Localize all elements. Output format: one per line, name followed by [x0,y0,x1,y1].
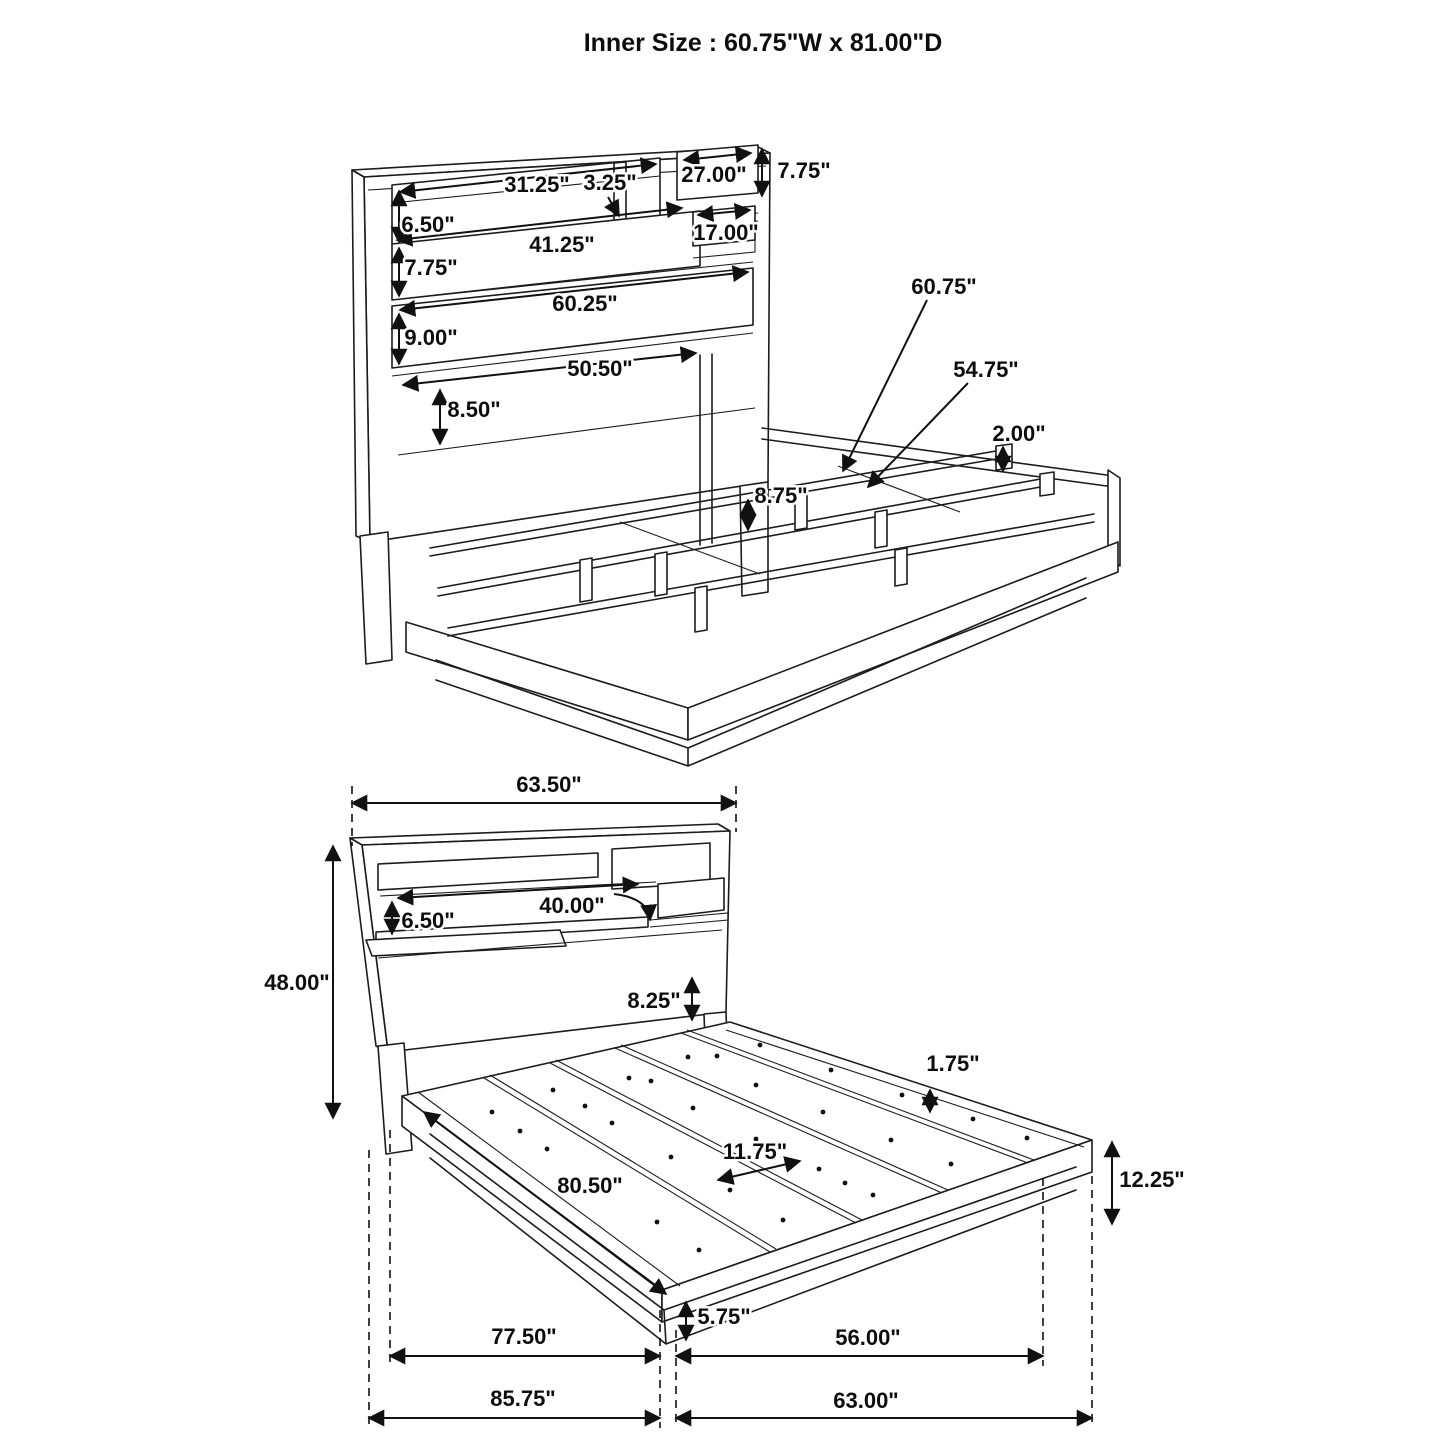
dim-label-headboard-clearance: 8.25" [627,988,680,1013]
dim-label-right-cubby-width: 27.00" [681,162,746,187]
dim-arrow-11-75 [716,1156,802,1185]
dim-label-shelf-opening-width: 31.25" [504,172,569,197]
bottom-perspective-view: 63.50" 48.00" 40.00" 6.50" 8.25" 1.75" 1… [262,770,1187,1428]
dim-label-slat-rail-length-outer: 60.75" [911,274,976,299]
dim-label-shelf-width: 40.00" [539,893,604,918]
dim-arrow-40-00 [396,876,640,906]
dim-label-lower-opening-height: 9.00" [404,325,457,350]
dim-label-overall-length: 85.75" [490,1386,555,1411]
dim-label-headboard-width: 63.50" [516,772,581,797]
dim-label-middle-opening-width: 41.25" [529,232,594,257]
dim-label-shelf-height: 6.50" [401,908,454,933]
dim-arrow-60-25 [398,265,750,317]
leader-arrow-54-75 [866,382,969,489]
dim-arrow-41-25 [395,201,684,247]
dim-label-slat-rail-length-inner: 54.75" [953,357,1018,382]
dim-label-slat-gap: 11.75" [723,1139,787,1164]
dim-label-middle-opening-height: 7.75" [404,255,457,280]
page-title: Inner Size : 60.75"W x 81.00"D [584,29,943,57]
platform-line-art [401,1021,1093,1345]
dim-label-platform-rail-length: 80.50" [557,1173,622,1198]
top-perspective-view: 6.50" 31.25" 3.25" 27.00" 7.75" 41.25" 7… [351,144,1121,767]
dim-label-rail-lip-height: 2.00" [992,421,1045,446]
dim-arrow-27-00 [682,146,753,167]
dim-label-overall-width: 63.00" [833,1388,898,1413]
dim-label-back-panel-height: 8.50" [447,397,500,422]
dim-label-middle-right-cubby-width: 17.00" [693,220,758,245]
dim-label-headboard-height: 48.00" [264,970,329,995]
dim-label-lower-opening-width: 60.25" [552,291,617,316]
dim-label-shelf-opening-height: 6.50" [401,212,454,237]
dim-arrow-80-50 [422,1110,668,1296]
curved-arrow-shelf [613,893,658,922]
dim-label-footboard-height: 12.25" [1119,1167,1184,1192]
extension-lines [351,786,1093,1428]
dim-arrow-31-25 [398,157,658,199]
dim-label-back-panel-width: 50.50" [567,356,632,381]
dim-label-platform-length: 77.50" [491,1324,556,1349]
dim-arrow-17-00 [696,203,752,222]
dim-label-right-cubby-height: 7.75" [777,158,830,183]
dim-label-platform-width: 56.00" [835,1325,900,1350]
leader-arrow-60-75 [842,299,928,473]
dim-label-divider-offset: 3.25" [583,170,636,195]
dim-arrow-50-50 [401,346,698,392]
bed-frame-line-art [405,427,1121,767]
dim-label-side-rail-lip: 1.75" [926,1051,979,1076]
dim-label-rail-spacing: 8.75" [754,483,807,508]
dim-label-plinth-height: 5.75" [697,1304,750,1329]
